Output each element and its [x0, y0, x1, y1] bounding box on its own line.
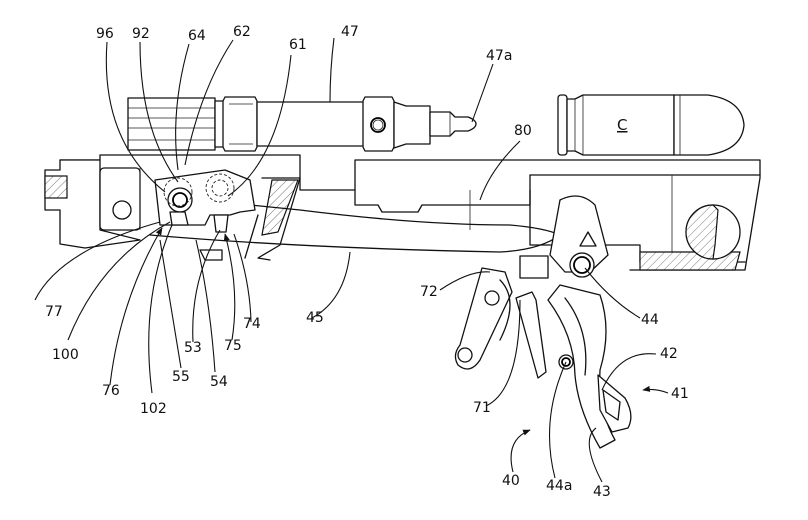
ref-42: 42	[660, 346, 678, 362]
ref-44a: 44a	[546, 478, 572, 494]
cartridge-label: C	[617, 116, 627, 134]
ref-41: 41	[671, 386, 689, 402]
ref-47: 47	[341, 24, 359, 40]
ref-43: 43	[593, 484, 611, 500]
ref-53: 53	[184, 340, 202, 356]
ref-76: 76	[102, 383, 120, 399]
frame	[44, 154, 761, 271]
ref-77: 77	[45, 304, 63, 320]
ref-64: 64	[188, 28, 206, 44]
cartridge: C	[557, 94, 745, 156]
striker-assembly	[127, 96, 477, 152]
ref-72: 72	[420, 284, 438, 300]
trigger-assembly	[454, 195, 632, 449]
ref-40: 40	[502, 473, 520, 489]
ref-75: 75	[224, 338, 242, 354]
ref-92: 92	[132, 26, 150, 42]
ref-74: 74	[243, 316, 261, 332]
ref-47a: 47a	[486, 48, 512, 64]
ref-71: 71	[473, 400, 491, 416]
ref-100: 100	[52, 347, 79, 363]
ref-55: 55	[172, 369, 190, 385]
leader-lines	[34, 37, 669, 483]
ref-96: 96	[96, 26, 114, 42]
ref-54: 54	[210, 374, 228, 390]
ref-45: 45	[306, 310, 324, 326]
sear-assembly	[154, 169, 256, 261]
ref-44: 44	[641, 312, 659, 328]
ref-80: 80	[514, 123, 532, 139]
ref-61: 61	[289, 37, 307, 53]
ref-62: 62	[233, 24, 251, 40]
reference-numerals: 96 92 64 62 61 47 47a 80 77 100 76 102 5…	[45, 24, 689, 500]
ref-102: 102	[140, 401, 167, 417]
